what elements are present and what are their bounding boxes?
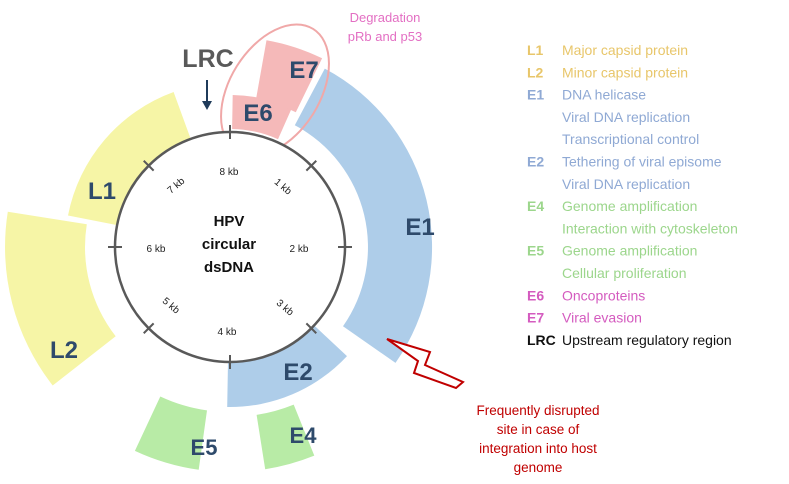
legend-text: Oncoproteins <box>562 287 645 303</box>
kb-label-4: 4 kb <box>218 327 237 338</box>
gene-label-e4: E4 <box>290 423 318 448</box>
gene-segment-e6 <box>232 95 292 140</box>
legend-text: Viral evasion <box>562 310 642 326</box>
legend-text: Upstream regulatory region <box>562 332 732 348</box>
gene-label-e6: E6 <box>243 100 272 127</box>
center-label-line3: dsDNA <box>204 259 254 276</box>
degradation-label-line2: pRb and p53 <box>348 29 422 44</box>
kb-tick <box>143 322 155 334</box>
kb-tick <box>143 160 155 172</box>
legend-text: Interaction with cytoskeleton <box>562 220 738 236</box>
gene-label-e5: E5 <box>191 435 218 460</box>
legend-key: E7 <box>527 310 544 326</box>
legend-text: Transcriptional control <box>562 131 699 147</box>
disrupt-label-line3: integration into host <box>479 441 597 456</box>
gene-segment-e2 <box>227 325 347 408</box>
legend-text: Cellular proliferation <box>562 265 687 281</box>
legend-text: Tethering of viral episome <box>562 154 722 170</box>
kb-tick <box>305 322 317 334</box>
gene-label-e1: E1 <box>405 214 434 241</box>
legend-text: Minor capsid protein <box>562 64 688 80</box>
disrupt-label-line2: site in case of <box>497 422 580 437</box>
legend-key: E4 <box>527 198 544 214</box>
legend-text: Genome amplification <box>562 198 697 214</box>
gene-label-l1: L1 <box>88 178 116 205</box>
legend-key: E6 <box>527 287 544 303</box>
disrupt-label-line1: Frequently disrupted <box>476 403 599 418</box>
gene-segment-e4 <box>256 404 315 470</box>
kb-label-8: 8 kb <box>220 167 239 178</box>
gene-segment-e1 <box>294 68 433 363</box>
gene-label-e2: E2 <box>283 359 312 386</box>
legend-text: Viral DNA replication <box>562 109 690 125</box>
legend-key: L1 <box>527 42 544 58</box>
legend-text: Major capsid protein <box>562 42 688 58</box>
kb-label-2: 2 kb <box>290 244 309 255</box>
legend-text: Viral DNA replication <box>562 176 690 192</box>
gene-segment-l2 <box>5 211 116 386</box>
legend-key: E2 <box>527 154 544 170</box>
legend-key: LRC <box>527 332 556 348</box>
center-label-line1: HPV <box>214 213 245 230</box>
kb-tick <box>305 160 317 172</box>
lightning-bolt-icon <box>386 338 465 390</box>
lrc-arrow-head <box>202 101 212 110</box>
legend-key: L2 <box>527 64 544 80</box>
legend-text: Genome amplification <box>562 243 697 259</box>
degradation-label-line1: Degradation <box>350 10 421 25</box>
lrc-label: LRC <box>182 45 233 73</box>
center-label-line2: circular <box>202 236 256 253</box>
legend-text: DNA helicase <box>562 87 646 103</box>
kb-label-6: 6 kb <box>147 244 166 255</box>
gene-segment-e5 <box>134 396 207 470</box>
gene-segment-l1 <box>68 92 191 226</box>
kb-ticks <box>108 125 352 369</box>
gene-segment-e7 <box>256 40 323 113</box>
legend-key: E1 <box>527 87 544 103</box>
legend-key: E5 <box>527 243 544 259</box>
gene-label-e7: E7 <box>289 57 318 84</box>
disrupt-label-line4: genome <box>514 460 563 475</box>
gene-label-l2: L2 <box>50 337 78 364</box>
